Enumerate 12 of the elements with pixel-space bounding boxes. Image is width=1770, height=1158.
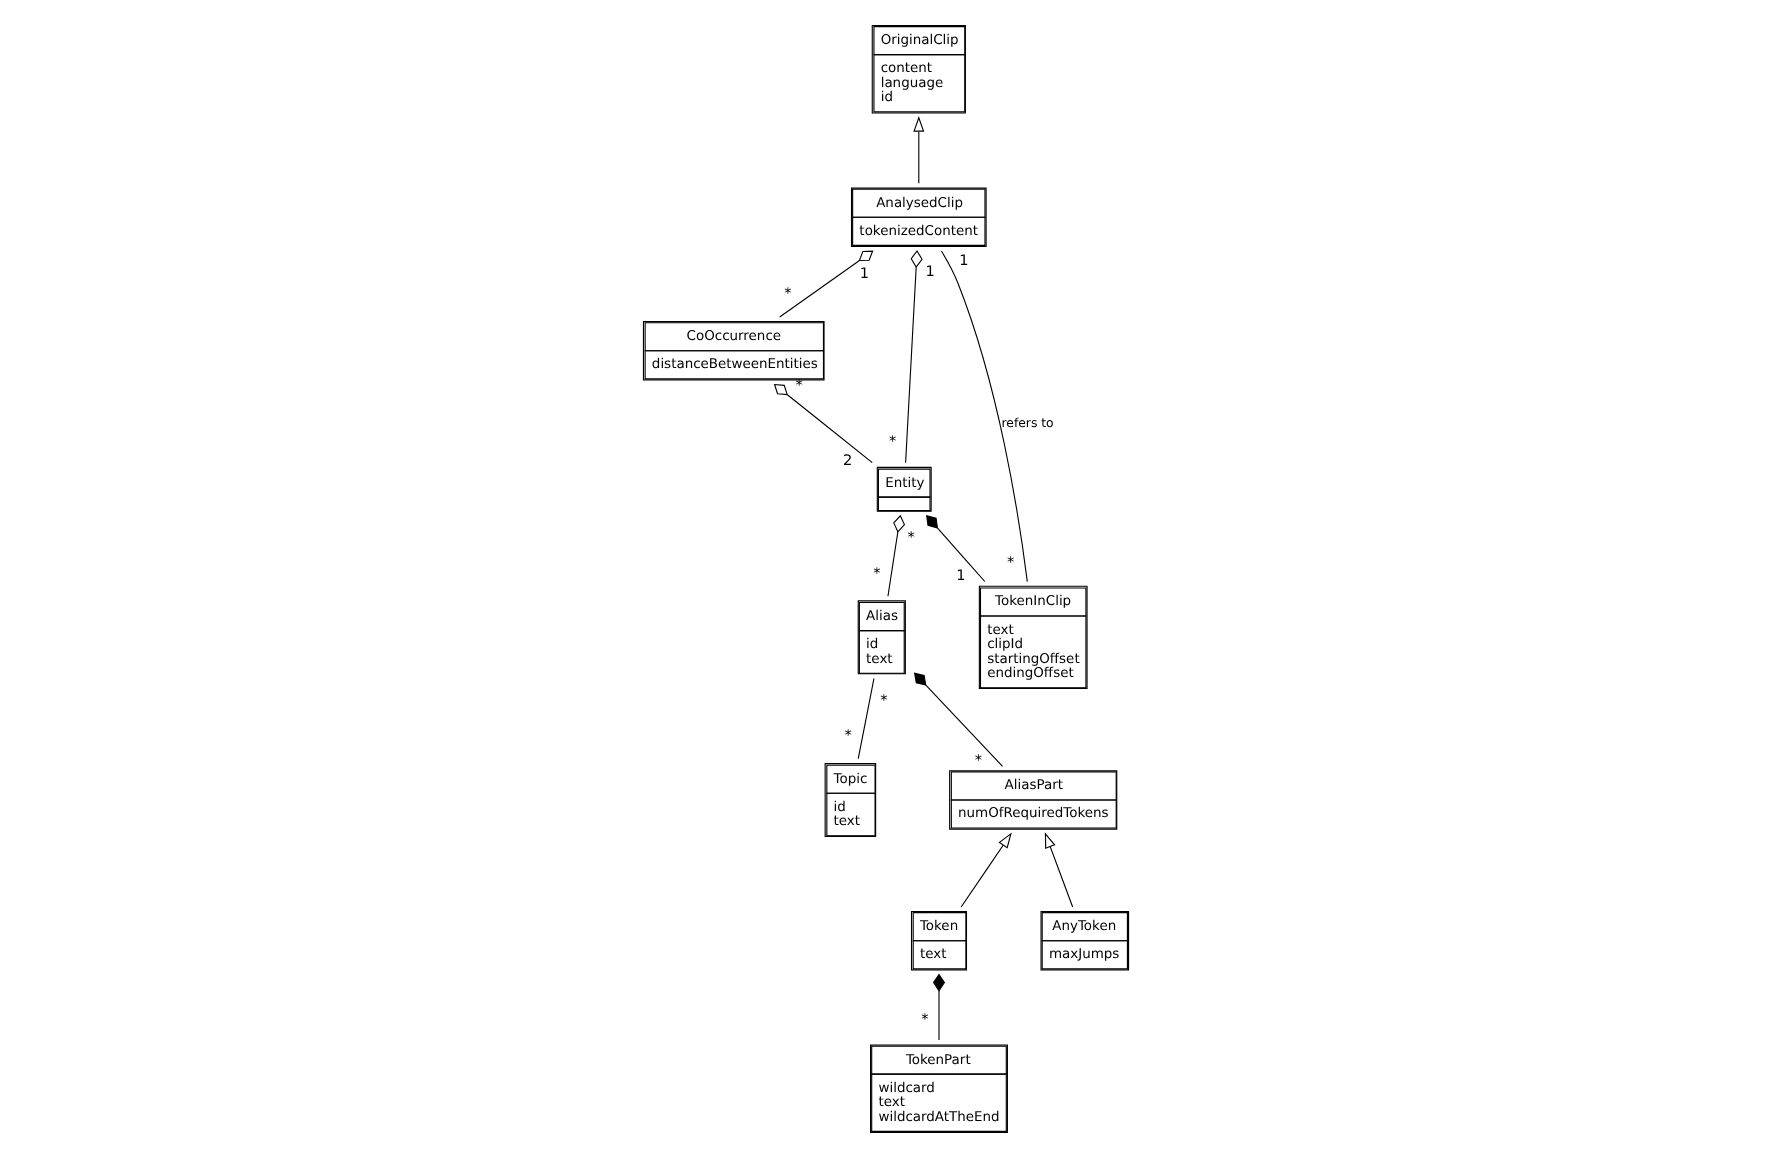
connector — [772, 383, 872, 464]
connector — [778, 250, 873, 318]
connector — [925, 515, 985, 583]
connector — [904, 249, 922, 464]
connector — [856, 677, 874, 760]
connector — [886, 514, 905, 597]
arrow — [1043, 832, 1073, 908]
arrow — [912, 116, 924, 184]
arrow — [959, 832, 1011, 908]
connector — [912, 672, 1003, 767]
connector — [931, 973, 945, 1041]
connector — [939, 250, 1027, 583]
